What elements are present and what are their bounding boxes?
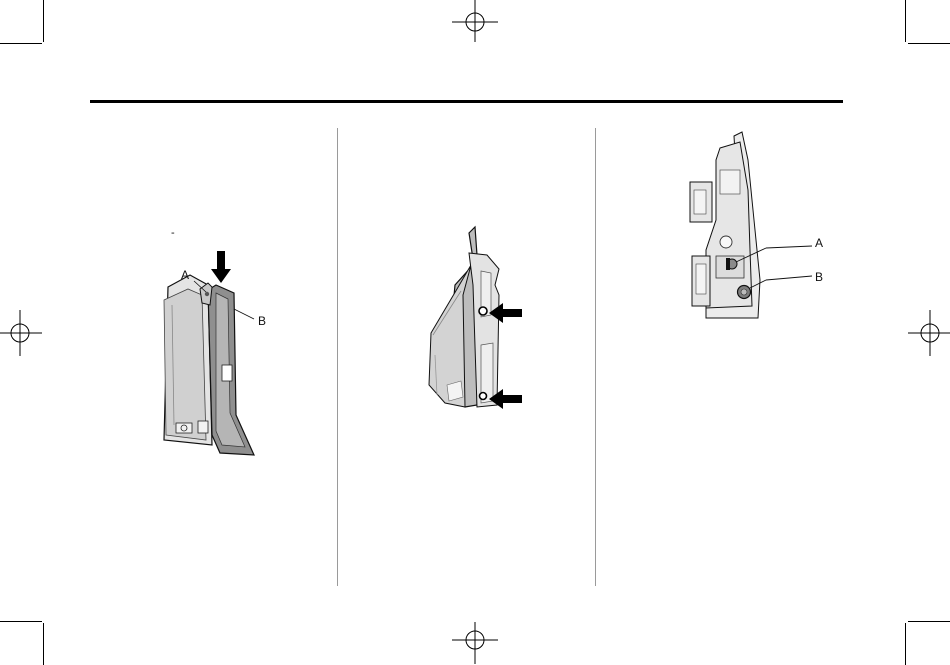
crop-mark-top-left-horizontal bbox=[0, 43, 42, 44]
figure-taillamp-rear bbox=[686, 130, 766, 320]
crop-mark-bottom-right-vertical bbox=[905, 623, 906, 665]
callout-a-left: A bbox=[181, 269, 189, 281]
arrow-icon bbox=[211, 251, 231, 283]
figure-taillamp-bolts bbox=[425, 225, 530, 415]
crop-mark-top-right-horizontal bbox=[908, 43, 950, 44]
registration-mark-icon bbox=[0, 310, 46, 356]
callout-a-right: A bbox=[815, 237, 823, 249]
registration-mark-icon bbox=[452, 0, 498, 46]
crop-mark-top-right-vertical bbox=[905, 0, 906, 42]
callout-b-left: B bbox=[258, 315, 266, 327]
crop-mark-top-left-vertical bbox=[43, 0, 44, 42]
column-divider-right bbox=[595, 128, 596, 586]
registration-mark-icon bbox=[904, 310, 950, 356]
registration-mark-icon bbox=[452, 618, 498, 664]
stray-mark: - bbox=[171, 228, 175, 239]
crop-mark-bottom-right-horizontal bbox=[908, 621, 950, 622]
crop-mark-bottom-left-horizontal bbox=[0, 621, 42, 622]
leader-extensions bbox=[766, 240, 816, 290]
header-rule bbox=[90, 100, 843, 103]
callout-b-right: B bbox=[815, 271, 823, 283]
column-divider-left bbox=[337, 128, 338, 586]
figure-taillamp-side bbox=[150, 245, 275, 460]
crop-mark-bottom-left-vertical bbox=[43, 623, 44, 665]
